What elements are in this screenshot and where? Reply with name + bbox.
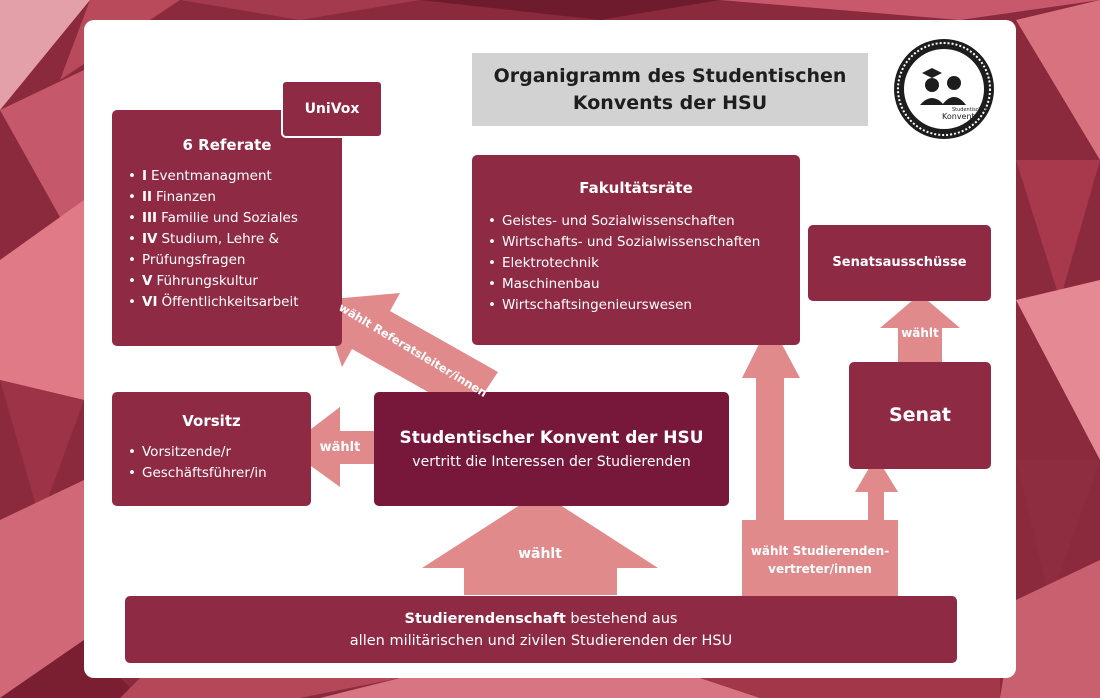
vorsitz-item: Geschäftsführer/in: [128, 463, 311, 484]
vorsitz-list: Vorsitzende/r Geschäftsführer/in: [128, 442, 311, 484]
arrow-label-line-2: vertreter/innen: [768, 562, 872, 576]
studierendenschaft-bold: Studierendenschaft: [404, 611, 566, 627]
svg-text:Studentischer: Studentischer: [952, 107, 988, 113]
konvent-subtitle: vertritt die Interessen der Studierenden: [412, 454, 691, 470]
fakultaetsraete-heading: Fakultätsräte: [579, 179, 693, 197]
arrow-label-vorsitz: wählt: [319, 440, 361, 455]
fakultaet-item: Wirtschafts- und Sozialwissenschaften: [488, 232, 800, 253]
arrow-to-fakultaetsraete: [742, 322, 898, 597]
fakultaetsraete-box: Fakultätsräte Geistes- und Sozialwissens…: [472, 155, 800, 345]
page-title: Organigramm des Studentischen Konvents d…: [472, 53, 868, 126]
senat-label: Senat: [888, 404, 951, 426]
title-line-1: Organigramm des Studentischen: [493, 65, 847, 87]
title-line-2: Konvents der HSU: [572, 92, 768, 114]
arrow-to-senat: [855, 456, 898, 520]
arrow-label-line-1: wählt Studierenden-: [750, 544, 890, 558]
arrow-to-referate: [320, 293, 498, 410]
studierendenschaft-box: Studierendenschaft bestehend aus allen m…: [125, 596, 957, 663]
arrow-to-konvent: [422, 492, 658, 595]
referate-heading: 6 Referate: [182, 136, 272, 154]
fakultaet-item: Elektrotechnik: [488, 253, 800, 274]
vorsitz-heading: Vorsitz: [182, 412, 241, 430]
fakultaetsraete-list: Geistes- und Sozialwissenschaften Wirtsc…: [488, 211, 800, 316]
konvent-logo: Studentischer Konvent: [894, 39, 994, 139]
arrow-label-senatsausschuss: wählt: [901, 326, 939, 340]
arrow-label-studierendenvertreter: wählt Studierenden- vertreter/innen: [744, 542, 896, 578]
senatsausschuesse-label: Senatsausschüsse: [832, 255, 967, 270]
studierendenschaft-rest: bestehend aus: [565, 611, 678, 627]
senatsausschuesse-box: Senatsausschüsse: [808, 225, 991, 301]
arrow-to-senatsausschuesse: [880, 294, 960, 364]
vorsitz-item: Vorsitzende/r: [128, 442, 311, 463]
svg-text:Konvent: Konvent: [942, 112, 975, 121]
referat-item-continued: Prüfungsfragen: [128, 250, 342, 271]
arrow-to-vorsitz: [286, 407, 386, 487]
fakultaet-item: Maschinenbau: [488, 274, 800, 295]
univox-box-front: UniVox: [281, 80, 383, 138]
vorsitz-box: Vorsitz Vorsitzende/r Geschäftsführer/in: [112, 392, 311, 506]
univox-label: UniVox: [304, 101, 360, 117]
konvent-heading: Studentischer Konvent der HSU: [399, 428, 704, 448]
konvent-box: Studentischer Konvent der HSU vertritt d…: [374, 392, 729, 506]
studierendenschaft-line-2: allen militärischen und zivilen Studiere…: [349, 633, 733, 649]
arrow-label-konvent: wählt: [518, 546, 562, 562]
studierendenschaft-line-1: Studierendenschaft bestehend aus: [125, 608, 957, 630]
senat-box: Senat: [849, 362, 991, 469]
fakultaet-item: Wirtschaftsingenieurswesen: [488, 295, 800, 316]
fakultaet-item: Geistes- und Sozialwissenschaften: [488, 211, 800, 232]
